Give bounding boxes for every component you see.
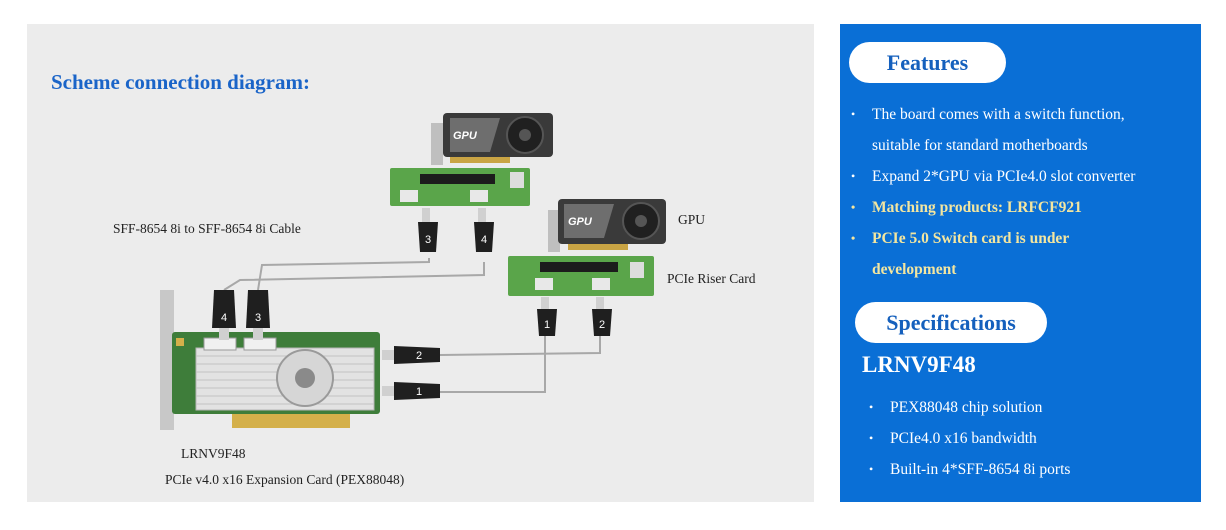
feature-text: suitable for standard motherboards bbox=[872, 137, 1088, 154]
plug-3-card-label: 3 bbox=[255, 312, 261, 324]
gpu-right: GPU bbox=[548, 199, 666, 252]
plug-2-card-label: 2 bbox=[416, 350, 422, 362]
feature-text: development bbox=[872, 261, 957, 278]
spec-model: LRNV9F48 bbox=[862, 352, 976, 377]
plug-1-riser-label: 1 bbox=[544, 319, 550, 331]
spec-text: PEX88048 chip solution bbox=[890, 399, 1043, 416]
plug-4-card-label: 4 bbox=[221, 312, 227, 324]
plug-2-card: 2 bbox=[382, 346, 440, 364]
feature-item: • The board comes with a switch function, bbox=[842, 99, 1135, 130]
cable-1 bbox=[440, 336, 546, 393]
gpu-badge-right: GPU bbox=[568, 216, 593, 228]
connection-diagram: GPU 3 4 GPU 1 bbox=[160, 113, 666, 430]
gpu-badge-top: GPU bbox=[453, 130, 478, 142]
spec-item: • Built-in 4*SFF-8654 8i ports bbox=[860, 454, 1070, 485]
bullet-icon: • bbox=[851, 231, 856, 245]
cable-lines bbox=[223, 258, 601, 393]
feature-item-highlight: • PCIe 5.0 Switch card is under bbox=[842, 223, 1135, 254]
bullet-icon: • bbox=[869, 431, 874, 445]
feature-item-continued: suitable for standard motherboards bbox=[842, 130, 1135, 161]
feature-text: Expand 2*GPU via PCIe4.0 slot converter bbox=[872, 168, 1136, 185]
plug-1-riser: 1 bbox=[537, 297, 557, 336]
plug-4-card: 4 bbox=[212, 290, 236, 340]
plug-3: 3 bbox=[418, 208, 438, 252]
bullet-icon: • bbox=[869, 462, 874, 476]
riser-label: PCIe Riser Card bbox=[667, 271, 756, 286]
plug-3-card: 3 bbox=[246, 290, 270, 340]
cable-3 bbox=[257, 258, 430, 291]
gpu-label: GPU bbox=[678, 212, 706, 227]
feature-text: Matching products: LRFCF921 bbox=[872, 199, 1082, 216]
bullet-icon: • bbox=[851, 169, 856, 183]
specifications-list: • PEX88048 chip solution • PCIe4.0 x16 ban… bbox=[860, 392, 1070, 485]
info-panel: Features • The board comes with a switch … bbox=[840, 24, 1201, 502]
expansion-card-label: PCIe v4.0 x16 Expansion Card (PEX88048) bbox=[165, 472, 405, 487]
plug-2-riser: 2 bbox=[592, 297, 612, 336]
feature-text: The board comes with a switch function, bbox=[872, 106, 1125, 123]
gpu-top: GPU bbox=[431, 113, 553, 165]
plug-1-card-label: 1 bbox=[416, 386, 422, 398]
spec-item: • PEX88048 chip solution bbox=[860, 392, 1070, 423]
spec-text: PCIe4.0 x16 bandwidth bbox=[890, 430, 1037, 447]
plug-2-riser-label: 2 bbox=[599, 319, 605, 331]
spec-text: Built-in 4*SFF-8654 8i ports bbox=[890, 461, 1071, 478]
specifications-heading: Specifications bbox=[855, 302, 1047, 343]
cable-2 bbox=[439, 336, 601, 356]
feature-item-highlight: • Matching products: LRFCF921 bbox=[842, 192, 1135, 223]
riser-right bbox=[508, 256, 654, 296]
plug-4: 4 bbox=[474, 208, 494, 252]
card-model-label: LRNV9F48 bbox=[181, 446, 246, 461]
feature-item-continued: development bbox=[842, 254, 1135, 285]
feature-item: • Expand 2*GPU via PCIe4.0 slot converter bbox=[842, 161, 1135, 192]
plug-1-card: 1 bbox=[382, 382, 440, 400]
bullet-icon: • bbox=[869, 400, 874, 414]
feature-text: PCIe 5.0 Switch card is under bbox=[872, 230, 1070, 247]
features-list: • The board comes with a switch function,… bbox=[842, 99, 1135, 285]
diagram-title: Scheme connection diagram: bbox=[51, 70, 310, 94]
plug-4-label: 4 bbox=[481, 234, 487, 246]
riser-top bbox=[390, 168, 530, 206]
spec-item: • PCIe4.0 x16 bandwidth bbox=[860, 423, 1070, 454]
features-heading: Features bbox=[849, 42, 1006, 83]
bullet-icon: • bbox=[851, 107, 856, 121]
expansion-card bbox=[160, 290, 380, 430]
bullet-icon: • bbox=[851, 200, 856, 214]
plug-3-label: 3 bbox=[425, 234, 431, 246]
cable-label: SFF-8654 8i to SFF-8654 8i Cable bbox=[113, 221, 301, 236]
cable-4 bbox=[223, 262, 485, 291]
